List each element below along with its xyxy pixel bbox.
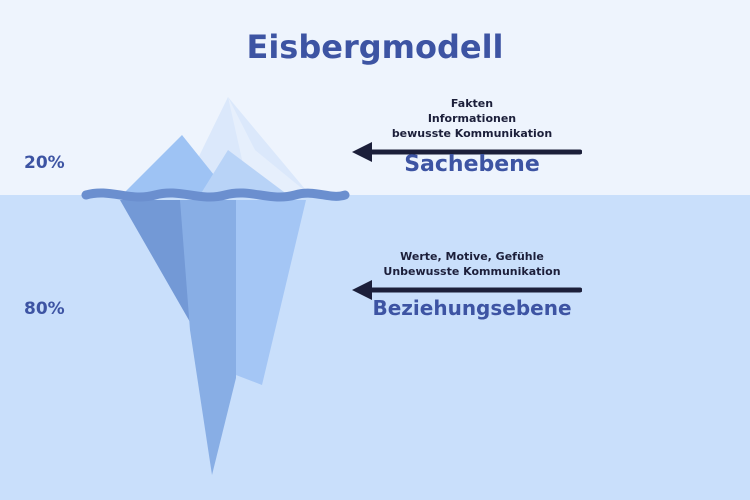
sky-background — [0, 0, 750, 195]
sach-line: bewusste Kommunikation — [391, 127, 553, 140]
beziehung-arrow-icon — [352, 280, 582, 300]
sach-arrow-icon — [352, 142, 582, 162]
iceberg-base-right — [236, 200, 306, 385]
beziehung-line: Werte, Motive, Gefühle — [400, 250, 544, 263]
sach-line: Informationen — [427, 112, 517, 125]
page-title: Eisbergmodell — [246, 28, 504, 66]
iceberg-peak-mid — [200, 150, 288, 195]
sach-percent-label: 20% — [24, 153, 65, 173]
iceberg-peak-left — [122, 135, 230, 195]
beziehung-description: Werte, Motive, Gefühle Unbewusste Kommun… — [372, 249, 572, 279]
sach-description: Fakten Informationen bewusste Kommunikat… — [372, 96, 572, 141]
waterline — [81, 188, 350, 202]
beziehung-line: Unbewusste Kommunikation — [383, 265, 561, 278]
beziehung-percent-label: 80% — [24, 299, 65, 319]
beziehung-level-title: Beziehungsebene — [372, 296, 572, 320]
iceberg-base-left — [120, 200, 190, 322]
sach-level-title: Sachebene — [404, 152, 540, 177]
sach-line: Fakten — [450, 97, 494, 110]
water-background — [0, 195, 750, 500]
iceberg-base-center — [180, 200, 238, 475]
